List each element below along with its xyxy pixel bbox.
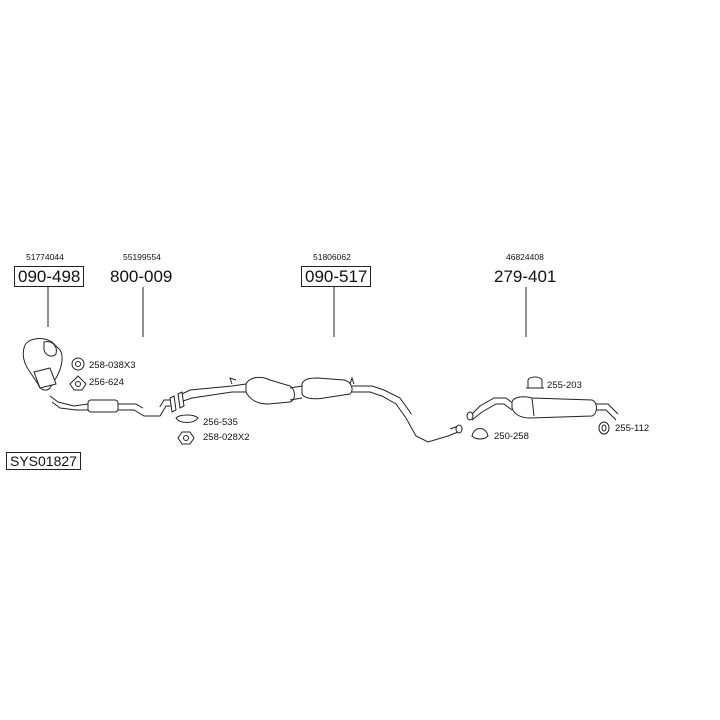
oem-number: 55199554 [123,252,161,262]
part-number: 800-009 [110,267,173,286]
part-number: 090-498 [14,266,85,287]
oem-number: 51806062 [313,252,351,262]
hw-icon-256-624 [69,375,87,391]
hw-icon-250-258 [471,428,489,440]
hardware-label: 258-038X3 [89,360,136,371]
hw-icon-256-535 [175,414,199,423]
middle-section-drawing [177,376,463,443]
hw-icon-255-203 [526,376,544,389]
rear-silencer-drawing [466,396,619,421]
part-number: 279-401 [494,267,557,286]
hardware-label: 250-258 [494,431,529,442]
hardware-label: 255-112 [615,423,650,434]
hardware-label: 258-028X2 [203,432,250,443]
part-number: 090-517 [301,266,372,287]
hardware-label: 256-535 [203,417,238,428]
front-pipe-drawing [22,338,177,417]
oem-number: 51774044 [26,252,64,262]
hardware-label: 256-624 [89,377,124,388]
hw-icon-258-038X3 [71,357,85,371]
hw-icon-258-028X2 [177,431,195,445]
hw-icon-255-112 [598,421,610,435]
system-code: SYS01827 [6,452,81,470]
hardware-label: 255-203 [547,380,582,391]
oem-number: 46824408 [506,252,544,262]
